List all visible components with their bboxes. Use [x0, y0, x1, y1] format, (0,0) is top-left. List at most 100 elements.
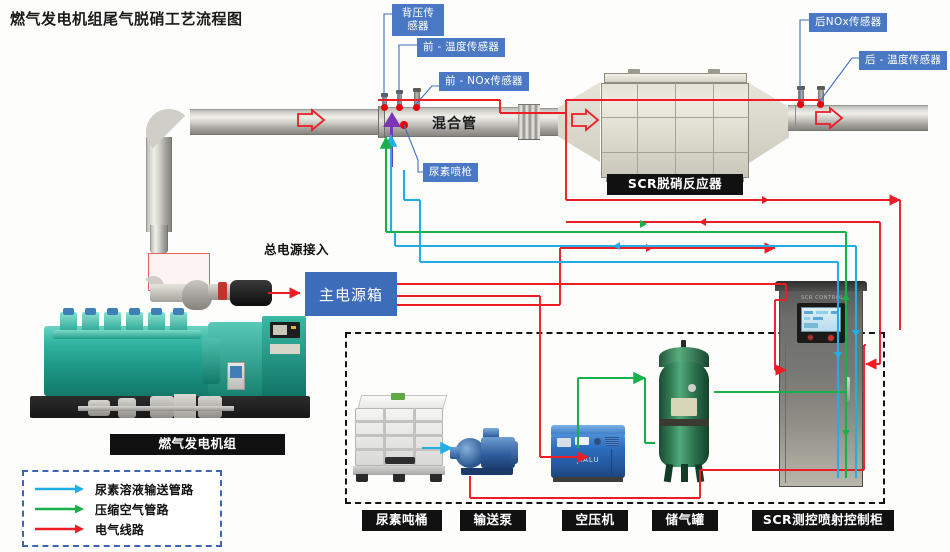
scr-control-cabinet-assembly[interactable]: SCR CONTROL	[775, 281, 867, 487]
back-pressure-terminal-dot	[381, 104, 388, 111]
intake-manifold	[52, 330, 202, 339]
arrow-right-icon	[35, 504, 84, 514]
exhaust-outlet-pipe	[788, 105, 928, 131]
cylinder-head	[60, 312, 77, 332]
urea-tote-assembly	[353, 393, 451, 483]
compressor-base	[553, 477, 623, 482]
tank-nameplate	[671, 398, 697, 416]
generator-controller-screen	[273, 325, 287, 335]
tote-cage-bar-vertical	[383, 408, 386, 466]
equipment-enclosure-boundary	[345, 332, 885, 504]
urea-injector-terminal-dot	[400, 121, 408, 129]
generator-controller-led	[291, 326, 296, 329]
tote-cage-bar	[355, 420, 443, 423]
post-nox-terminal-dot	[797, 101, 804, 108]
air-tank-caption: 储气罐	[652, 510, 718, 532]
compressor-knob	[594, 438, 601, 445]
scr-grid-line	[601, 152, 749, 153]
callout-pre-temperature: 前 - 温度传感器	[417, 38, 506, 58]
tank-leg	[681, 464, 688, 482]
tote-outlet-valve	[385, 457, 415, 464]
reactor-inlet-pipe	[540, 108, 558, 136]
hmi-chart-bar	[813, 317, 823, 320]
tote-foot	[430, 474, 442, 482]
tank-top-valve	[681, 340, 686, 349]
tote-fill-cap	[391, 393, 405, 400]
generator-caption: 燃气发电机组	[110, 434, 285, 456]
cabinet-door-seam	[785, 343, 786, 483]
injector-cap	[85, 308, 96, 315]
post-nox-probe-cap	[797, 86, 805, 90]
gas-generator-set	[22, 253, 312, 430]
callout-pre-nox: 前 - NOx传感器	[439, 72, 529, 92]
cylinder-head	[148, 312, 165, 332]
cabinet-top-cap	[775, 281, 867, 291]
post-temperature-terminal-dot	[817, 101, 824, 108]
post-temperature-probe-cap	[817, 86, 825, 90]
pre-temperature-probe-cap	[396, 90, 403, 94]
hmi-chart-bar	[804, 317, 810, 320]
mixing-pipe-label: 混合管	[432, 116, 477, 132]
scr-reactor-caption: SCR脱硝反应器	[607, 174, 743, 196]
air-tank-assembly	[653, 340, 715, 485]
tote-foot	[356, 474, 368, 482]
tank-leg	[694, 463, 705, 483]
cabinet-door-handle[interactable]	[845, 377, 850, 401]
callout-urea-injector: 尿素喷枪	[423, 163, 479, 183]
generator-cabinet-plate	[270, 344, 300, 354]
air-compressor-assembly: JIALU	[551, 425, 625, 483]
transfer-pump-caption: 输送泵	[460, 510, 526, 532]
pump-motor	[481, 437, 515, 468]
cabinet-stop-button[interactable]	[827, 334, 835, 342]
exhaust-red-coupling	[218, 282, 227, 300]
legend-label-electric: 电气线路	[95, 522, 145, 537]
tote-cage-bar	[355, 434, 443, 437]
pre-nox-probe-cap	[413, 88, 421, 92]
outlet-pipe-seam	[795, 105, 796, 131]
tote-pallet	[353, 466, 445, 475]
arrow-right-icon	[35, 484, 84, 494]
compressor-brand-label: JIALU	[577, 456, 600, 464]
cylinder-head	[104, 312, 121, 332]
legend-item-electric: 电气线路	[34, 519, 210, 539]
scr-grid-line	[713, 83, 714, 178]
pump-motor-fan-cover	[511, 441, 518, 464]
expansion-bellows	[518, 104, 540, 140]
scr-reactor-lug-right	[708, 69, 720, 74]
hmi-value-text	[804, 323, 818, 328]
cabinet-brand-label: SCR CONTROL	[801, 295, 844, 301]
pump-volute	[455, 438, 485, 468]
hmi-chart-bar	[816, 311, 828, 314]
legend-label-air: 压缩空气管路	[95, 502, 169, 517]
engine-exhaust-duct	[150, 284, 188, 302]
scr-grid-line	[601, 117, 749, 118]
cabinet-start-button[interactable]	[807, 334, 814, 341]
main-power-inlet-label: 总电源接入	[264, 242, 330, 257]
injector-cap	[173, 308, 184, 315]
exhaust-horizontal-pipe	[190, 109, 380, 135]
injector-cap	[129, 308, 140, 315]
urea-injector-stem	[390, 127, 393, 167]
back-pressure-probe-cap	[381, 93, 388, 97]
compressor-control-panel	[557, 438, 571, 447]
main-power-box[interactable]: 主电源箱	[305, 272, 397, 316]
legend-item-urea: 尿素溶液输送管路	[34, 479, 210, 499]
reactor-inlet-cone	[558, 82, 600, 162]
scr-reactor-top-cap	[604, 73, 747, 83]
cylinder-head	[82, 312, 99, 332]
transfer-pump-assembly	[450, 428, 518, 476]
alternator-housing-end	[202, 338, 220, 384]
tote-cage-body	[355, 408, 443, 466]
air-compressor-caption: 空压机	[562, 510, 628, 532]
pre-temperature-terminal-dot	[396, 104, 403, 111]
cylinder-head	[126, 312, 143, 332]
scr-grid-line	[675, 83, 676, 178]
air-cleaner	[230, 280, 272, 306]
injector-cap	[63, 308, 74, 315]
legend-label-urea: 尿素溶液输送管路	[95, 482, 194, 497]
tank-gauge	[688, 384, 696, 392]
compressor-top-cover	[551, 425, 625, 435]
exhaust-riser-taper	[150, 225, 168, 253]
arrow-right-icon	[35, 524, 84, 534]
